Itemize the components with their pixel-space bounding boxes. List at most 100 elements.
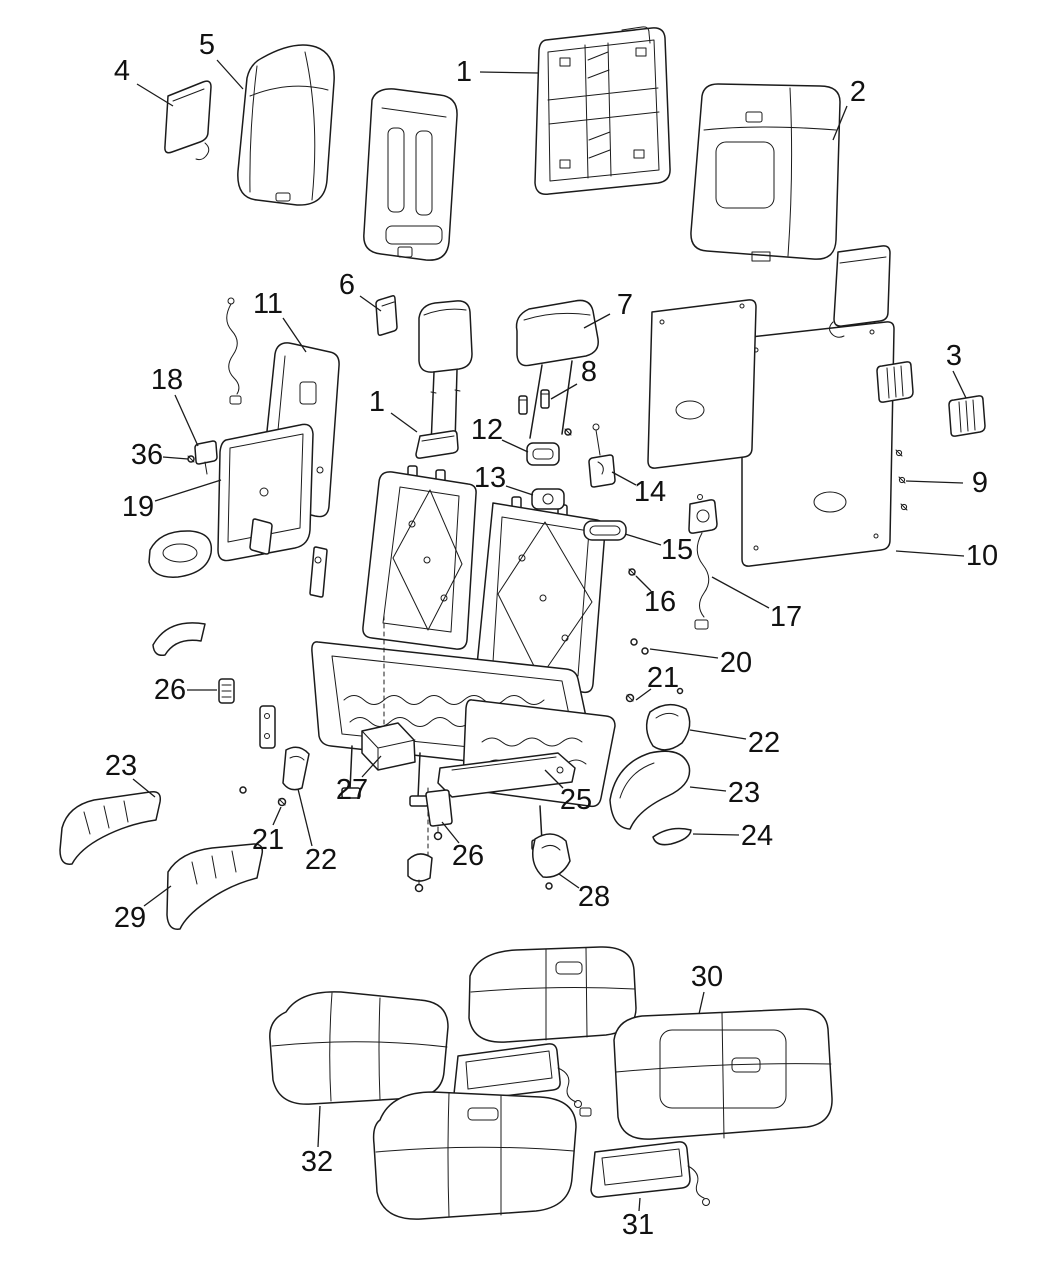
leader-line — [143, 885, 172, 907]
part-small-strip-a — [309, 546, 328, 598]
part-map-pocket-panel — [829, 245, 891, 338]
callout-label-1[interactable]: 1 — [369, 386, 385, 418]
part-strap-26-center — [425, 789, 453, 841]
part-latch-striker — [194, 440, 218, 475]
callout-label-32[interactable]: 32 — [301, 1146, 333, 1178]
part-sill-trim-23-left — [59, 790, 162, 865]
callout-label-16[interactable]: 16 — [644, 586, 676, 618]
part-seatback-frame-left — [362, 465, 477, 650]
callout-label-9[interactable]: 9 — [972, 467, 988, 499]
callout-label-30[interactable]: 30 — [691, 961, 723, 993]
leader-line — [174, 394, 199, 447]
part-screw-36 — [187, 455, 195, 463]
leader-line — [558, 873, 580, 889]
part-seat-back-frame-panel — [534, 26, 671, 196]
part-seat-back-cushion-right — [690, 83, 841, 262]
callout-label-21[interactable]: 21 — [252, 824, 284, 856]
callout-label-17[interactable]: 17 — [770, 601, 802, 633]
part-bracket-1b — [415, 430, 459, 459]
leader-line — [390, 412, 418, 433]
part-cushion-left-bottom — [372, 1091, 577, 1220]
leader-line — [635, 575, 652, 592]
leader-line — [136, 83, 174, 107]
part-seat-back-foam — [363, 88, 458, 261]
part-vent-grille-upper — [876, 361, 914, 403]
callout-label-23[interactable]: 23 — [105, 750, 137, 782]
callout-label-4[interactable]: 4 — [114, 55, 130, 87]
part-panel-screws — [895, 449, 908, 511]
part-heater-pad-lower — [590, 1141, 710, 1206]
leader-line — [216, 59, 244, 90]
leader-line — [638, 1197, 641, 1212]
part-buckle-upper — [526, 442, 560, 466]
part-headrest-left — [418, 300, 473, 447]
part-small-bracket-a — [249, 518, 273, 555]
part-small-back-panel — [164, 80, 212, 161]
part-curved-trim-a — [152, 622, 206, 657]
callout-label-21[interactable]: 21 — [647, 662, 679, 694]
part-bracket-28 — [531, 833, 571, 890]
callout-label-10[interactable]: 10 — [966, 540, 998, 572]
callout-label-18[interactable]: 18 — [151, 364, 183, 396]
leader-line — [297, 788, 313, 847]
callout-label-12[interactable]: 12 — [471, 414, 503, 446]
part-headrest-right — [515, 299, 599, 439]
leader-line — [359, 295, 382, 312]
part-buckle-lower — [531, 488, 565, 510]
leader-line — [952, 370, 967, 399]
part-seat-back-cushion-left — [237, 44, 335, 206]
callout-label-31[interactable]: 31 — [622, 1209, 654, 1241]
leader-line — [624, 533, 662, 546]
leader-line — [832, 105, 848, 141]
leader-line — [501, 439, 529, 453]
part-cushion-right — [613, 1008, 833, 1140]
callout-label-6[interactable]: 6 — [339, 269, 355, 301]
leader-line — [611, 471, 637, 486]
leader-line — [692, 833, 740, 836]
callout-label-22[interactable]: 22 — [305, 844, 337, 876]
leader-line — [282, 317, 307, 353]
leader-line — [711, 576, 770, 609]
callout-label-23[interactable]: 23 — [728, 777, 760, 809]
part-trim-23-right — [609, 750, 691, 830]
part-bezel-15 — [583, 520, 627, 541]
callout-label-15[interactable]: 15 — [661, 534, 693, 566]
callout-label-20[interactable]: 20 — [720, 647, 752, 679]
callout-label-27[interactable]: 27 — [336, 774, 368, 806]
callout-label-26[interactable]: 26 — [452, 840, 484, 872]
part-clip-26-left — [218, 678, 235, 704]
leader-line — [441, 821, 460, 844]
part-sill-trim-29 — [166, 843, 264, 930]
leader-line — [479, 71, 539, 74]
callout-label-13[interactable]: 13 — [474, 462, 506, 494]
leader-line — [505, 485, 534, 496]
callout-label-11[interactable]: 11 — [253, 288, 283, 320]
callout-label-25[interactable]: 25 — [560, 784, 592, 816]
part-clip-22-left — [282, 746, 310, 791]
callout-label-22[interactable]: 22 — [748, 727, 780, 759]
callout-label-14[interactable]: 14 — [634, 476, 666, 508]
part-armrest-base — [148, 530, 213, 578]
part-trim-24 — [652, 827, 692, 846]
callout-label-2[interactable]: 2 — [850, 76, 866, 108]
callout-label-26[interactable]: 26 — [154, 674, 186, 706]
leader-line — [698, 991, 705, 1015]
callout-label-7[interactable]: 7 — [617, 289, 633, 321]
callout-label-19[interactable]: 19 — [122, 491, 154, 523]
part-armrest-lid — [217, 423, 314, 562]
callout-label-24[interactable]: 24 — [741, 820, 773, 852]
callout-label-28[interactable]: 28 — [578, 881, 610, 913]
part-wire-harness-upper — [226, 297, 242, 405]
callout-label-1[interactable]: 1 — [456, 56, 472, 88]
callout-label-36[interactable]: 36 — [131, 439, 163, 471]
leader-line — [649, 648, 719, 659]
leader-line — [635, 688, 652, 701]
callout-label-5[interactable]: 5 — [199, 29, 215, 61]
callout-label-29[interactable]: 29 — [114, 902, 146, 934]
callout-label-3[interactable]: 3 — [946, 340, 962, 372]
leader-line — [583, 313, 611, 329]
callout-label-8[interactable]: 8 — [581, 356, 597, 388]
part-floor-anchor — [407, 853, 433, 893]
